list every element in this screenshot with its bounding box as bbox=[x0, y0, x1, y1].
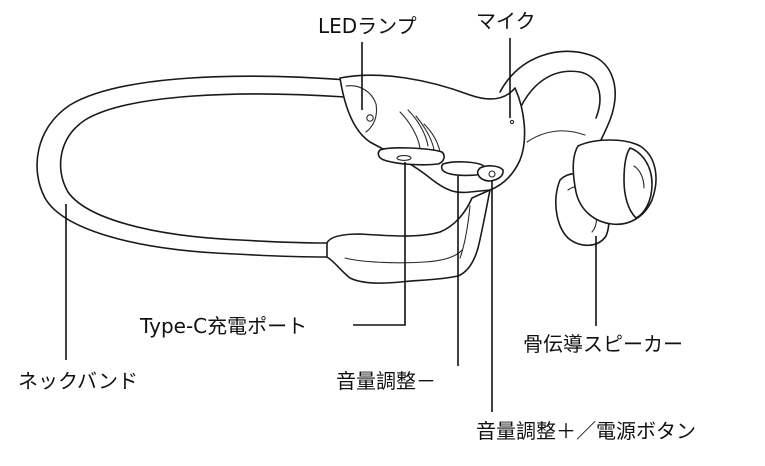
label-volume-down: 音量調整－ bbox=[336, 369, 436, 393]
speaker-pad bbox=[555, 139, 657, 247]
control-body bbox=[339, 74, 526, 194]
lower-band bbox=[326, 189, 491, 284]
label-volume-up-power: 音量調整＋／電源ボタン bbox=[476, 419, 696, 443]
label-usb-port: Type-C充電ポート bbox=[139, 314, 307, 338]
neckband-loop bbox=[36, 75, 349, 258]
leader-lines bbox=[65, 38, 597, 412]
label-neckband: ネックバンド bbox=[18, 369, 138, 393]
ear-hook bbox=[499, 50, 616, 147]
label-mic: マイク bbox=[476, 9, 536, 33]
leader-usb bbox=[353, 162, 406, 326]
label-led-lamp: LEDランプ bbox=[318, 14, 417, 38]
label-speaker: 骨伝導スピーカー bbox=[523, 332, 683, 356]
